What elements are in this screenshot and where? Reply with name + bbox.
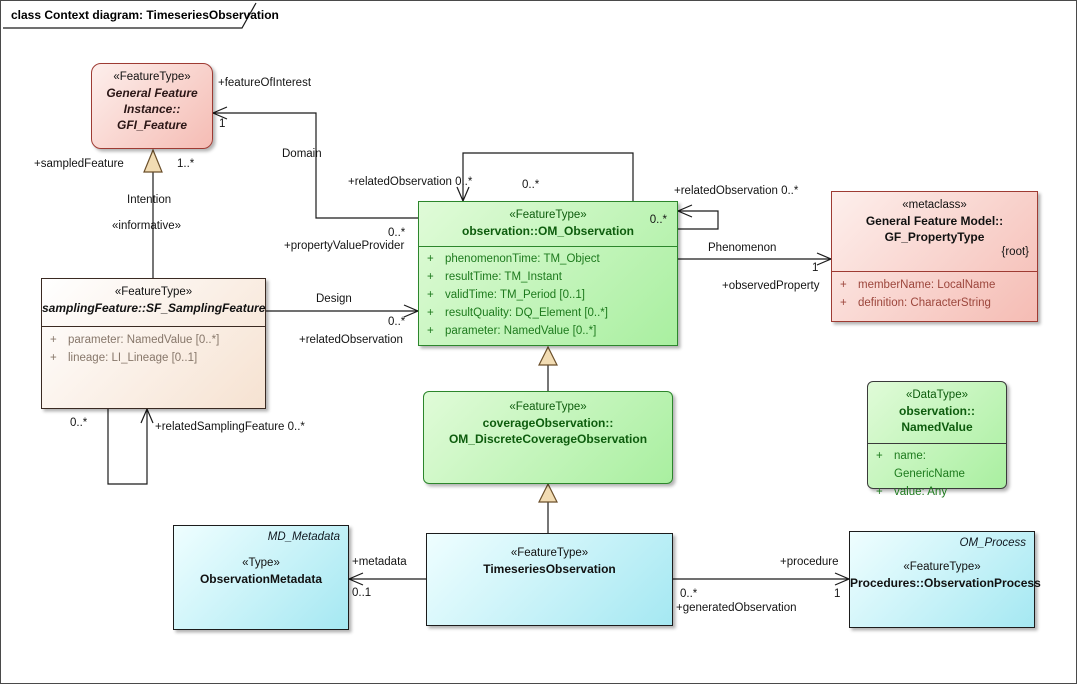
multiplicity-relatedsamplingfeature-source: 0..* [70, 417, 88, 429]
parent-classifier: MD_Metadata [267, 531, 340, 543]
attribute: +name: GenericName [876, 450, 965, 480]
compartment-separator [42, 326, 265, 327]
class-name: GF_PropertyType [884, 230, 985, 244]
edge-domain-arrowhead [211, 106, 228, 120]
attribute: +validTime: TM_Period [0..1] [427, 289, 585, 301]
stereotype: «FeatureType» [113, 71, 191, 83]
class-name: Procedures::ObservationProcess [850, 576, 1041, 590]
class-name: ObservationMetadata [199, 572, 323, 586]
class-observationprocess[interactable]: OM_Process «FeatureType» Procedures::Obs… [849, 531, 1041, 628]
attribute: +parameter: NamedValue [0..*] [427, 325, 597, 337]
role-relatedobservation-right: +relatedObservation 0..* [674, 185, 799, 197]
attribute: +memberName: LocalName [840, 279, 996, 291]
multiplicity-metadata: 0..1 [352, 587, 372, 599]
compartment-separator [419, 246, 677, 247]
class-namedvalue[interactable]: «DataType» observation:: NamedValue +nam… [867, 381, 1007, 498]
edge-name-domain: Domain [282, 148, 322, 160]
attribute: +value: Any [876, 486, 948, 498]
edge-self-right-arrowhead [676, 204, 693, 218]
role-relatedobservation-design: +relatedObservation [299, 334, 403, 346]
class-name: samplingFeature::SF_SamplingFeature [42, 301, 266, 315]
attribute: +definition: CharacterString [840, 297, 991, 309]
multiplicity-sampledfeature: 1..* [177, 158, 195, 170]
stereotype: «FeatureType» [510, 547, 589, 559]
class-name: NamedValue [901, 420, 973, 434]
stereotype: «metaclass» [902, 199, 967, 211]
multiplicity-procedure: 1 [834, 588, 841, 600]
class-gf-propertytype[interactable]: «metaclass» General Feature Model:: GF_P… [831, 191, 1038, 322]
class-name: coverageObservation:: [482, 416, 614, 430]
class-sf-samplingfeature[interactable]: «FeatureType» samplingFeature::SF_Sampli… [41, 278, 266, 409]
class-name: OM_DiscreteCoverageObservation [448, 432, 648, 446]
stereotype: «DataType» [905, 389, 968, 401]
parent-classifier: OM_Process [959, 537, 1026, 549]
class-gfi-feature[interactable]: «FeatureType» General Feature Instance::… [91, 63, 213, 149]
class-om-discretecoverageobservation[interactable]: «FeatureType» coverageObservation:: OM_D… [423, 391, 673, 484]
class-name: General Feature Model:: [865, 214, 1004, 228]
edge-sampling-self-arrowhead [140, 407, 154, 424]
self-association-multiplicity: 0..* [649, 214, 667, 226]
role-generatedobservation: +generatedObservation [676, 602, 797, 614]
multiplicity-relatedobservation-top: 0..* [522, 179, 540, 191]
multiplicity-propertyvalueprovider: 0..* [388, 227, 406, 239]
role-featureofinterest: +featureOfInterest [218, 77, 312, 89]
edge-domain[interactable] [213, 112, 418, 219]
edge-intention-triangle [143, 148, 163, 173]
attribute: +parameter: NamedValue [0..*] [50, 334, 220, 346]
multiplicity-featureofinterest: 1 [219, 118, 226, 130]
role-relatedsamplingfeature: +relatedSamplingFeature 0..* [155, 421, 305, 433]
role-sampledfeature: +sampledFeature [34, 158, 124, 170]
class-name: GFI_Feature [116, 118, 188, 132]
edge-self-top[interactable] [462, 152, 634, 201]
compartment-separator [868, 443, 1006, 444]
class-name: General Feature [106, 86, 198, 100]
edge-stereotype-informative: «informative» [112, 220, 182, 232]
edge-sampling-self[interactable] [107, 409, 148, 485]
role-relatedobservation-top: +relatedObservation 0..* [348, 176, 473, 188]
class-om-observation[interactable]: «FeatureType» observation::OM_Observatio… [418, 201, 678, 346]
stereotype: «FeatureType» [903, 561, 981, 573]
role-observedproperty: +observedProperty [722, 280, 820, 292]
edge-name-design: Design [316, 293, 352, 305]
class-name: observation::OM_Observation [461, 224, 635, 238]
stereotype: «FeatureType» [114, 286, 193, 298]
stereotype: «FeatureType» [509, 209, 587, 221]
diagram-title: class Context diagram: TimeseriesObserva… [11, 8, 279, 22]
edge-gen-dco-om-triangle [538, 345, 558, 366]
stereotype: «Type» [242, 557, 280, 569]
attribute: +resultTime: TM_Instant [427, 271, 562, 283]
multiplicity-observedproperty: 1 [812, 262, 819, 274]
class-name: TimeseriesObservation [483, 562, 616, 576]
attribute: +phenomenonTime: TM_Object [427, 253, 600, 265]
class-observationmetadata[interactable]: MD_Metadata «Type» ObservationMetadata [173, 525, 349, 630]
edge-metadata-arrowhead [347, 572, 364, 586]
attribute: +lineage: LI_Lineage [0..1] [50, 352, 198, 364]
multiplicity-generatedobservation: 0..* [680, 588, 698, 600]
title-tab-outline [3, 2, 257, 29]
role-metadata: +metadata [352, 556, 407, 568]
multiplicity-relatedobservation-design: 0..* [388, 316, 406, 328]
attribute: +resultQuality: DQ_Element [0..*] [427, 307, 608, 319]
edge-self-right[interactable] [678, 210, 719, 230]
role-procedure: +procedure [780, 556, 839, 568]
root-property: {root} [1001, 246, 1030, 258]
edge-gen-tso-dco-triangle [538, 482, 558, 503]
edge-name-intention: Intention [127, 194, 172, 206]
edge-name-phenomenon: Phenomenon [708, 242, 777, 254]
class-name: Instance:: [123, 102, 181, 116]
compartment-separator [832, 271, 1037, 272]
role-propertyvalueprovider: +propertyValueProvider [284, 240, 405, 252]
class-name: observation:: [898, 404, 975, 418]
stereotype: «FeatureType» [509, 401, 587, 413]
class-timeseriesobservation[interactable]: «FeatureType» TimeseriesObservation [426, 533, 673, 626]
